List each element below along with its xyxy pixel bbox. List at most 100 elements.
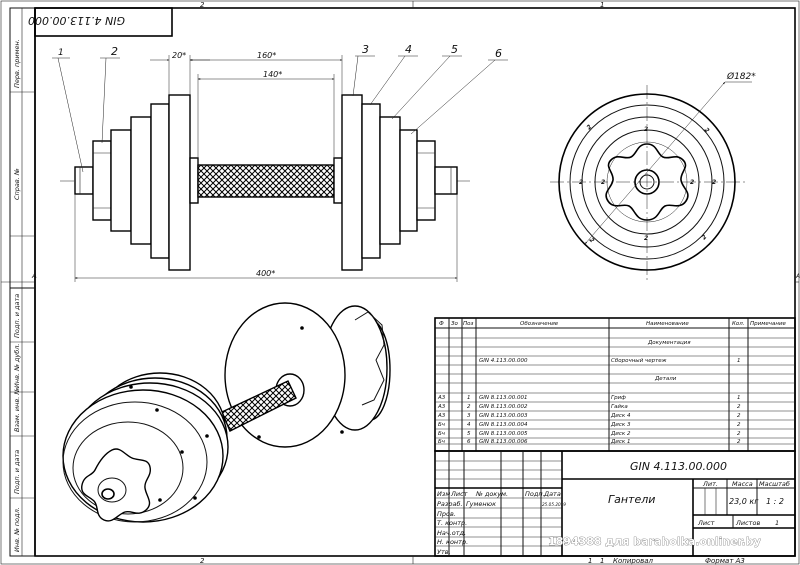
hole-mark: 2 xyxy=(644,235,648,242)
tb-role-check: Пров. xyxy=(437,510,456,518)
title-sheets-label: Листов xyxy=(735,519,760,527)
iso-hole-dots xyxy=(129,326,344,502)
left-disc-3 xyxy=(150,103,170,259)
dim-20: 20* xyxy=(172,51,186,60)
spec-section-docs: Документация xyxy=(647,340,691,346)
spec-row: А3 1 GIN 8.113.00.001 Гриф 1 xyxy=(437,395,741,401)
hole-mark: 2 xyxy=(585,124,593,132)
title-sheet-label: Лист xyxy=(697,519,715,527)
spec-cell: 2 xyxy=(737,431,741,437)
spec-cell: Гриф xyxy=(611,395,626,401)
tb-col-sign: Подп. xyxy=(525,490,545,498)
left-collar xyxy=(189,157,199,204)
zone-left-a: A xyxy=(31,272,37,280)
title-code: GIN 4.113.00.000 xyxy=(630,460,727,473)
side-view: Ø182* 2 2 2 2 2 2 2 2 2 2 xyxy=(550,71,756,282)
balloon-4: 4 xyxy=(405,43,412,56)
margin-label-first-use: Перв. примен. xyxy=(13,39,21,88)
spec-cell: 5 xyxy=(467,431,471,437)
hole-mark: 2 xyxy=(712,179,716,186)
margin-label-dup-inv: Инв. № дубл. xyxy=(13,344,21,388)
code-box-text: GIN 4.113.00.000 xyxy=(28,14,125,27)
spec-cell: Диск 1 xyxy=(610,439,630,445)
margin-label-sign-date-2: Подп. и дата xyxy=(13,450,21,494)
spec-cell: 6 xyxy=(467,439,471,445)
hole-mark: 2 xyxy=(700,234,708,242)
tb-role-ncontr: Н. контр. xyxy=(437,538,468,546)
format-label: Формат А3 xyxy=(705,557,745,565)
iso-knurled-grip xyxy=(221,380,297,432)
diameter-label: Ø182* xyxy=(726,71,756,82)
tb-col-rev: Изм xyxy=(437,490,450,498)
spec-cell: 2 xyxy=(737,422,741,428)
spec-doc-designation: GIN 4.113.00.000 xyxy=(479,358,528,364)
spec-cell: Бч xyxy=(438,431,446,437)
right-disc-1 xyxy=(399,129,418,232)
zone-top-2: 2 xyxy=(200,1,205,9)
tb-col-sheet: Лист xyxy=(450,490,468,498)
spec-cell: А3 xyxy=(437,413,446,419)
spec-cell: 1 xyxy=(737,395,741,401)
watermark-text: 1894388 для baraholka.onliner.by xyxy=(548,535,761,548)
watermark: 1894388 для baraholka.onliner.by xyxy=(548,535,761,549)
spec-cell: Диск 2 xyxy=(610,431,631,437)
tb-developer: Гуменюк xyxy=(466,500,496,508)
zone-bottom-2: 2 xyxy=(200,557,205,565)
spec-cell: 2 xyxy=(737,404,741,410)
spec-header-name: Наименование xyxy=(646,321,689,327)
title-lit-label: Лит. xyxy=(702,480,718,488)
title-block: GIN 4.113.00.000 Лит. Масса Масштаб 23,0… xyxy=(434,450,796,557)
spec-cell: 2 xyxy=(737,439,741,445)
spec-cell: GIN 8.113.00.006 xyxy=(479,439,528,445)
right-disc-2 xyxy=(379,116,401,245)
spec-cell: 1 xyxy=(467,395,471,401)
spec-cell: GIN 8.113.00.004 xyxy=(479,422,528,428)
spec-cell: GIN 8.113.00.002 xyxy=(479,404,528,410)
spec-cell: Бч xyxy=(438,439,446,445)
hole-mark: 2 xyxy=(703,126,711,134)
margin-label-ref-no: Справ. № xyxy=(13,168,21,200)
binding-strip: Перв. примен. Справ. № Подп. и дата Инв.… xyxy=(9,7,36,557)
balloon-5: 5 xyxy=(451,43,458,56)
spec-cell: 3 xyxy=(467,413,471,419)
iso-nut xyxy=(81,448,152,522)
right-collar xyxy=(333,157,343,204)
bottom-captions: 1 Копировал Формат А3 xyxy=(588,557,745,565)
spec-row: Бч 4 GIN 8.113.00.004 Диск 3 2 xyxy=(438,422,741,428)
tb-role-tcontr: Т. контр. xyxy=(437,519,467,527)
dim-400: 400* xyxy=(256,269,275,278)
spec-cell: Диск 4 xyxy=(610,413,631,419)
title-scale-value: 1 : 2 xyxy=(766,497,784,506)
margin-label-orig-inv: Инв. № подл. xyxy=(13,507,21,552)
left-bar-end xyxy=(74,166,94,195)
balloon-1: 1 xyxy=(58,48,64,58)
spec-row: Бч 6 GIN 8.113.00.006 Диск 1 2 xyxy=(438,439,741,445)
spec-cell: 2 xyxy=(737,413,741,419)
spec-header-fmt: Ф xyxy=(439,321,444,327)
spec-cell: GIN 8.113.00.003 xyxy=(479,413,528,419)
title-mass-label: Масса xyxy=(732,480,753,488)
bottom-sheet-no: 1 xyxy=(588,557,592,565)
spec-row: А3 3 GIN 8.113.00.003 Диск 4 2 xyxy=(437,413,741,419)
dim-160: 160* xyxy=(257,51,276,60)
code-box: GIN 4.113.00.000 xyxy=(28,7,173,37)
left-disc-1 xyxy=(110,129,132,232)
isometric-view xyxy=(62,302,391,523)
left-disc-2 xyxy=(130,116,152,245)
spec-table: Ф Зо Поз Обозначение Наименование Кол. П… xyxy=(434,317,796,452)
spec-row: А3 2 GIN 8.113.00.002 Гайка 2 xyxy=(437,404,741,410)
hole-mark: 2 xyxy=(588,236,596,244)
tb-role-approve: Утв. xyxy=(437,548,451,556)
tb-role-dev: Разраб. xyxy=(437,500,463,508)
hole-mark: 2 xyxy=(601,179,605,186)
spec-cell: Гайка xyxy=(611,404,628,410)
right-disc-3 xyxy=(361,103,381,259)
spec-header-zone: Зо xyxy=(451,321,459,327)
zone-right-a: A xyxy=(795,273,800,280)
balloon-6: 6 xyxy=(495,47,502,60)
spec-doc-name: Сборочный чертеж xyxy=(611,358,667,364)
spec-doc-qty: 1 xyxy=(737,358,741,364)
hole-mark: 2 xyxy=(579,179,583,186)
title-mass-value: 23,0 кг xyxy=(729,497,759,506)
